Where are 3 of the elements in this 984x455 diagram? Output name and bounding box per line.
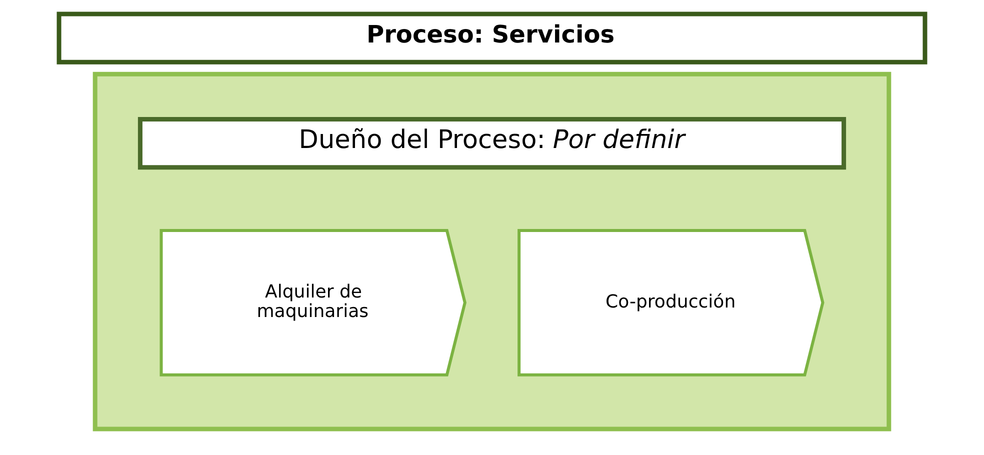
cluster: [92, 72, 892, 432]
node-box: Dueño del Proceso: Por definir: [138, 117, 846, 170]
node-box: Proceso: Servicios: [56, 12, 928, 64]
